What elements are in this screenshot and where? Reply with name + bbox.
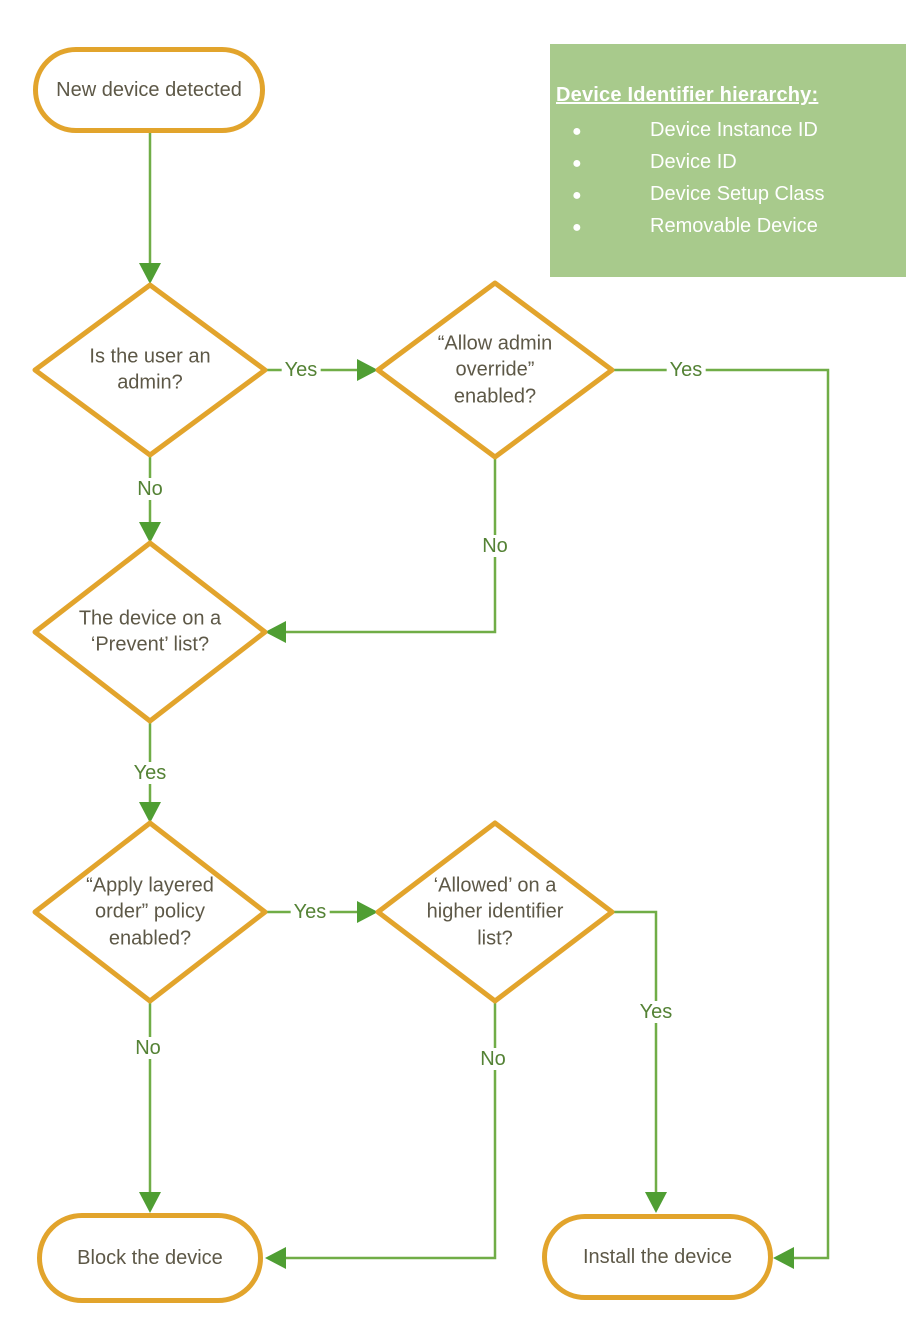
edge-label-no-d2-d3: No [479, 535, 511, 557]
diamond-allowed-higher-identifier-label: ‘Allowed’ on a higher identifier list? [426, 874, 564, 950]
node-block-the-device: Block the device [37, 1213, 263, 1303]
arrowhead-into-d1 [139, 263, 161, 284]
arrowhead-into-install-right [773, 1247, 794, 1269]
bullet-icon: ● [572, 123, 582, 140]
edge-label-yes-d2-install: Yes [666, 359, 706, 381]
arrowhead-into-d3-right [265, 621, 286, 643]
edge-d5-block [284, 1001, 497, 1260]
node-install-the-device-label: Install the device [583, 1245, 732, 1268]
edge-d2-d3 [284, 457, 497, 634]
edge-label-yes-d4-d5: Yes [290, 901, 330, 923]
node-block-the-device-label: Block the device [77, 1246, 223, 1269]
bullet-icon: ● [572, 219, 582, 236]
list-item: ● Removable Device [556, 211, 898, 243]
node-new-device-detected: New device detected [33, 47, 265, 133]
edge-label-yes-d1-d2: Yes [281, 359, 321, 381]
device-identifier-hierarchy-legend: Device Identifier hierarchy: ● Device In… [550, 44, 906, 277]
arrowheads [139, 263, 794, 1269]
arrowhead-into-d5 [357, 901, 378, 923]
edge-label-yes-d3-d4: Yes [130, 762, 170, 784]
diamond-is-user-admin-label: Is the user an admin? [89, 345, 211, 394]
diamond-allow-admin-override-label: “Allow admin override” enabled? [437, 332, 553, 408]
legend-item-label: Device ID [650, 151, 737, 173]
list-item: ● Device Instance ID [556, 115, 898, 147]
edge-label-no-d1-d3: No [134, 478, 166, 500]
edge-label-no-d5-block: No [477, 1048, 509, 1070]
legend-list: ● Device Instance ID ● Device ID ● Devic… [556, 115, 898, 243]
diamond-prevent-list-label: The device on a ‘Prevent’ list? [78, 607, 222, 656]
list-item: ● Device ID [556, 147, 898, 179]
bullet-icon: ● [572, 155, 582, 172]
decision-diamonds [32, 280, 615, 1004]
diamond-allowed-higher-identifier [375, 820, 615, 1004]
legend-title: Device Identifier hierarchy: [556, 84, 819, 106]
arrowhead-into-d3-top [139, 522, 161, 543]
arrowhead-into-block-top [139, 1192, 161, 1213]
arrowhead-into-d4 [139, 802, 161, 823]
edge-label-no-d4-block: No [132, 1037, 164, 1059]
bullet-icon: ● [572, 187, 582, 204]
node-new-device-detected-label: New device detected [56, 78, 242, 101]
legend-item-label: Device Instance ID [650, 119, 818, 141]
edge-label-yes-d5-install: Yes [636, 1001, 676, 1023]
legend-item-label: Device Setup Class [650, 183, 825, 205]
arrowhead-into-d2 [357, 359, 378, 381]
diamond-apply-layered-order [32, 820, 268, 1004]
diamond-allow-admin-override [375, 280, 615, 460]
edge-d2-install [612, 368, 830, 1260]
list-item: ● Device Setup Class [556, 179, 898, 211]
arrowhead-into-install-top [645, 1192, 667, 1213]
node-install-the-device: Install the device [542, 1214, 773, 1300]
diamond-prevent-list [32, 540, 268, 724]
arrowhead-into-block-right [265, 1247, 286, 1269]
diamond-apply-layered-order-label: “Apply layered order” policy enabled? [86, 874, 214, 950]
edge-d5-install [612, 910, 658, 1195]
legend-item-label: Removable Device [650, 215, 818, 237]
diamond-is-user-admin [32, 282, 268, 458]
